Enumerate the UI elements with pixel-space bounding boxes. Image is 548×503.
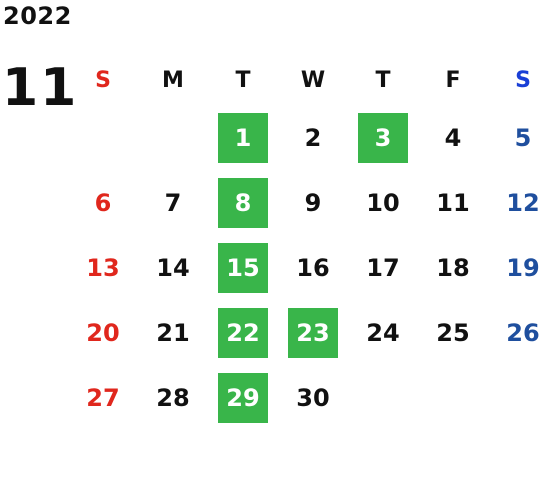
calendar-day-cell[interactable]: 22 [208, 300, 278, 365]
day-number [78, 113, 128, 163]
day-number: 6 [94, 188, 112, 217]
calendar-day-cell[interactable]: 1 [208, 105, 278, 170]
highlighted-day: 1 [218, 112, 268, 163]
calendar-day-cell[interactable]: 2 [278, 105, 348, 170]
highlighted-day: 3 [358, 112, 408, 163]
day-number: 14 [156, 253, 190, 282]
calendar-day-cell[interactable]: 5 [488, 105, 548, 170]
day-number: 24 [366, 318, 400, 347]
calendar-day-cell[interactable]: 9 [278, 170, 348, 235]
calendar-day-cell[interactable]: 30 [278, 365, 348, 430]
day-number: 2 [304, 123, 322, 152]
calendar-day-cell[interactable]: 12 [488, 170, 548, 235]
calendar-day-cell[interactable]: 29 [208, 365, 278, 430]
calendar-month: 11 [2, 58, 79, 118]
weekday-header-tue: T [235, 67, 251, 93]
day-number: 13 [86, 253, 120, 282]
weekday-header-sun: S [95, 67, 111, 93]
day-number [498, 373, 548, 423]
day-number: 25 [436, 318, 470, 347]
calendar-day-cell [138, 105, 208, 170]
day-number: 26 [506, 318, 540, 347]
day-number: 17 [366, 253, 400, 282]
weekday-header-sat: S [515, 67, 531, 93]
highlighted-day: 23 [288, 307, 338, 358]
calendar-day-cell[interactable]: 10 [348, 170, 418, 235]
calendar-day-cell [68, 105, 138, 170]
calendar-day-cell[interactable]: 26 [488, 300, 548, 365]
calendar-day-cell[interactable]: 4 [418, 105, 488, 170]
weekday-header-mon: M [162, 67, 184, 93]
calendar-day-cell[interactable]: 7 [138, 170, 208, 235]
calendar-day-cell[interactable]: 18 [418, 235, 488, 300]
calendar-day-cell[interactable]: 19 [488, 235, 548, 300]
highlighted-day: 15 [218, 242, 268, 293]
day-number: 19 [506, 253, 540, 282]
day-number: 10 [366, 188, 400, 217]
day-number: 5 [514, 123, 532, 152]
calendar-day-cell[interactable]: 14 [138, 235, 208, 300]
calendar-day-cell[interactable]: 23 [278, 300, 348, 365]
day-number: 18 [436, 253, 470, 282]
calendar-day-cell[interactable]: 17 [348, 235, 418, 300]
weekday-header-wed: W [300, 67, 326, 93]
calendar-day-cell[interactable]: 3 [348, 105, 418, 170]
calendar-day-cell[interactable]: 13 [68, 235, 138, 300]
weekday-header-fri: F [445, 67, 461, 93]
highlighted-day: 22 [218, 307, 268, 358]
day-number [358, 373, 408, 423]
calendar-day-cell[interactable]: 15 [208, 235, 278, 300]
calendar-day-cell[interactable]: 8 [208, 170, 278, 235]
day-number [148, 113, 198, 163]
day-number [428, 373, 478, 423]
calendar-day-cell[interactable]: 11 [418, 170, 488, 235]
weekday-header-thu: T [375, 67, 391, 93]
day-number: 9 [304, 188, 322, 217]
day-number: 12 [506, 188, 540, 217]
day-number: 11 [436, 188, 470, 217]
day-number: 27 [86, 383, 120, 412]
day-number: 30 [296, 383, 330, 412]
calendar-year: 2022 [3, 2, 72, 30]
calendar-day-cell [418, 365, 488, 430]
calendar-day-cell [488, 365, 548, 430]
calendar-day-cell[interactable]: 24 [348, 300, 418, 365]
calendar-day-cell[interactable]: 27 [68, 365, 138, 430]
calendar-day-cell[interactable]: 25 [418, 300, 488, 365]
calendar-day-cell[interactable]: 20 [68, 300, 138, 365]
calendar-day-cell [348, 365, 418, 430]
day-number: 4 [444, 123, 462, 152]
calendar-day-cell[interactable]: 16 [278, 235, 348, 300]
highlighted-day: 29 [218, 372, 268, 423]
day-number: 20 [86, 318, 120, 347]
highlighted-day: 8 [218, 177, 268, 228]
day-number: 21 [156, 318, 190, 347]
calendar-day-cell[interactable]: 6 [68, 170, 138, 235]
day-number: 28 [156, 383, 190, 412]
day-number: 16 [296, 253, 330, 282]
calendar-day-cell[interactable]: 21 [138, 300, 208, 365]
calendar-day-cell[interactable]: 28 [138, 365, 208, 430]
day-number: 7 [164, 188, 182, 217]
